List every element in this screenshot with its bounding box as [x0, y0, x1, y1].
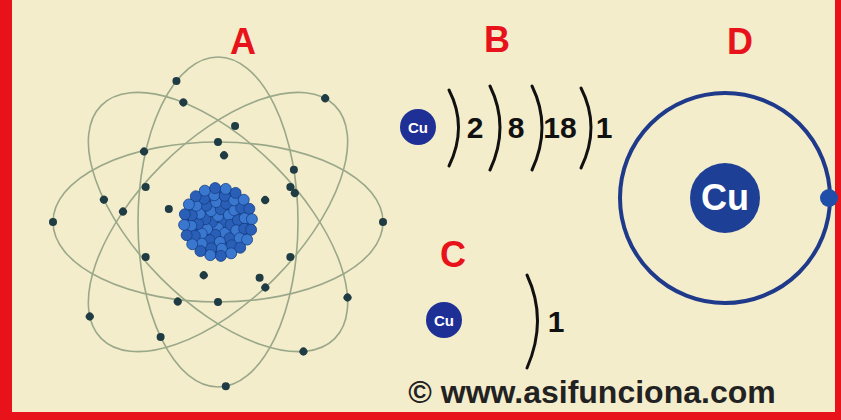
orbit-group	[53, 142, 383, 302]
electron-dot	[172, 296, 183, 307]
orbit-group	[45, 49, 391, 395]
element-symbol: Cu	[701, 180, 749, 216]
orbit-ellipse	[45, 49, 391, 395]
electron-dot	[117, 206, 128, 217]
electron-dot	[214, 298, 222, 306]
electron-dot	[165, 205, 173, 213]
nucleon	[244, 203, 255, 214]
nucleon	[246, 224, 257, 235]
nucleon	[183, 199, 194, 210]
electron-dot	[289, 187, 300, 198]
watermark: © www.asifunciona.com	[408, 376, 775, 408]
nucleon	[246, 214, 257, 225]
nucleon	[226, 248, 237, 259]
electron-dot	[49, 218, 57, 226]
nucleon	[205, 250, 216, 261]
electron-dot	[286, 253, 294, 261]
nucleus-circle: Cu	[690, 163, 760, 233]
shell-count: 1	[548, 307, 565, 337]
shell-arc	[449, 90, 459, 166]
electron-dot	[290, 166, 298, 174]
nucleon	[179, 209, 190, 220]
panel-letter: B	[484, 22, 510, 58]
electron-dot	[142, 183, 150, 191]
electron-dot	[214, 138, 222, 146]
orbit-ellipse	[138, 57, 298, 387]
nucleus-core	[182, 186, 254, 258]
electron-dot	[98, 194, 109, 205]
electron-dot	[298, 346, 309, 357]
shell-count: 1	[596, 113, 613, 143]
shell-arc	[490, 86, 500, 170]
atom-electrons	[48, 48, 395, 395]
atom-orbits	[45, 49, 391, 395]
element-symbol: Cu	[408, 120, 428, 135]
orbit-group	[45, 49, 391, 395]
electron-dot	[142, 253, 150, 261]
shell-arc	[527, 275, 538, 368]
nucleon	[220, 183, 231, 194]
shell-arc	[581, 88, 591, 168]
shell-arc	[532, 86, 542, 170]
orbit-ellipse	[45, 49, 391, 395]
panel-letter: A	[230, 24, 256, 60]
shell-count: 8	[508, 113, 525, 143]
electron-dot	[178, 97, 189, 108]
electron-dot	[172, 77, 180, 85]
atom-nucleus	[179, 183, 258, 262]
electron-dot	[256, 274, 264, 282]
electron-dot	[157, 333, 165, 341]
electron-dot	[260, 194, 271, 205]
shell-arcs	[449, 86, 591, 368]
nucleon	[215, 250, 226, 261]
nucleon	[181, 230, 192, 241]
nucleon	[210, 183, 221, 194]
electron-dot	[218, 150, 229, 161]
electron-dot	[820, 189, 838, 207]
orbit-ellipse	[53, 142, 383, 302]
electron-group	[48, 48, 395, 395]
electron-group	[89, 97, 373, 381]
shell-count: 18	[543, 113, 576, 143]
element-symbol: Cu	[434, 313, 454, 328]
electron-dot	[138, 146, 149, 157]
electron-dot	[84, 311, 95, 322]
orbit-group	[138, 57, 298, 387]
nucleus-circle: Cu	[400, 109, 436, 145]
nucleon	[179, 219, 190, 230]
electron-dot	[379, 218, 387, 226]
nucleon	[199, 185, 210, 196]
electron-dot	[198, 270, 209, 281]
electron-dot	[222, 382, 230, 390]
electron-dot	[260, 282, 271, 293]
nucleus-circle: Cu	[426, 302, 462, 338]
shell-count: 2	[467, 113, 484, 143]
electron-dot	[320, 93, 331, 104]
panel-letter: D	[727, 24, 753, 60]
orbit-ring	[620, 93, 830, 303]
electron-group	[49, 138, 387, 306]
electron-group	[157, 77, 298, 390]
panel-letter: C	[440, 237, 466, 273]
electron-dot	[231, 122, 239, 130]
electron-dot	[342, 292, 353, 303]
